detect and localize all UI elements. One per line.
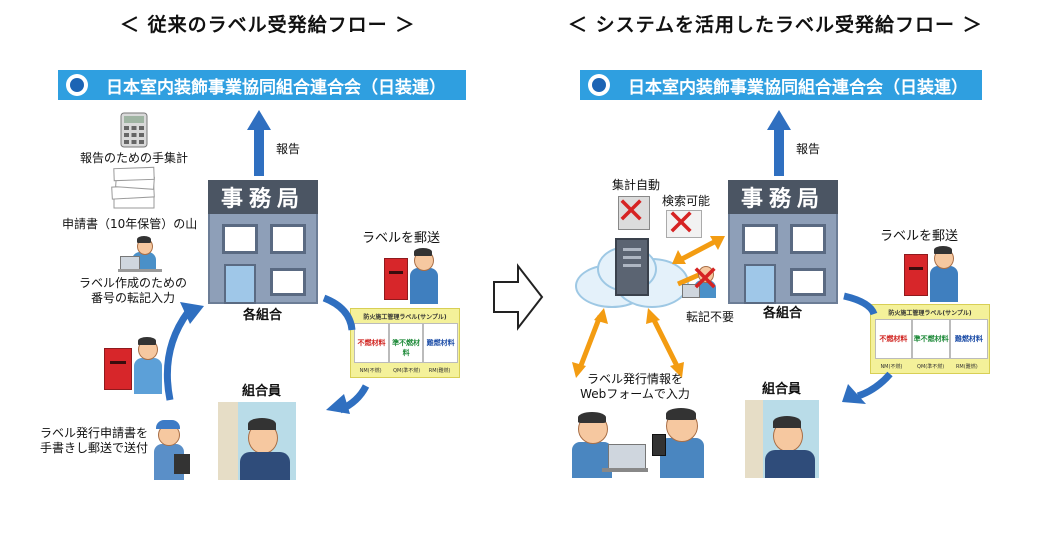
- right-org-name: 日本室内装飾事業協同組合連合会（日装連）: [628, 77, 968, 98]
- label-number-line2: 番号の転記入力: [90, 291, 175, 305]
- manual-tally-label: 報告のための手集計: [80, 151, 189, 165]
- left-report-arrow: [247, 110, 271, 176]
- left-card-panel-2: 準不燃材料: [388, 323, 424, 363]
- right-card-footer-1: NM(不燃): [880, 364, 903, 370]
- no-transcription-cross-icon: ✕: [690, 259, 721, 300]
- right-org-banner: 日本室内装飾事業協同組合連合会（日装連）: [580, 70, 982, 100]
- right-report-arrow: [767, 110, 791, 176]
- web-input-line1: ラベル発行情報を: [586, 372, 683, 386]
- right-member-label: 組合員: [762, 382, 802, 397]
- flow-transition-arrow: [493, 263, 544, 331]
- searchable-cross-icon: ✕: [666, 203, 697, 244]
- clerk-typing-icon: [118, 236, 162, 274]
- left-card-footer-2: QM(準不燃): [393, 368, 421, 374]
- searchable-label: 検索可能: [662, 194, 711, 208]
- right-card-panel-2: 準不燃材料: [912, 319, 951, 359]
- left-card-heading: 防火施工管理ラベル(サンプル): [363, 314, 447, 321]
- server-icon: [615, 238, 649, 296]
- right-card-footer-2: QM(準不燃): [917, 364, 945, 370]
- left-card-panel-1: 不燃材料: [354, 323, 389, 363]
- right-report-label: 報告: [796, 142, 821, 156]
- left-postbox-icon: [384, 258, 408, 300]
- calculator-icon: [120, 112, 148, 148]
- right-office-building: 事務局: [728, 180, 838, 304]
- left-member-illustration: [218, 402, 296, 480]
- right-title: ＜ システムを活用したラベル受発給フロー ＞: [568, 14, 983, 36]
- left-card-panel-3: 難燃材料: [423, 323, 458, 363]
- auto-tally-calculator-icon: [618, 196, 650, 230]
- left-org-banner: 日本室内装飾事業協同組合連合会（日装連）: [58, 70, 466, 100]
- sender-postbox-icon: [104, 348, 132, 390]
- data-flow-arrows: [572, 236, 725, 378]
- auto-tally-cross-icon: ✕: [616, 191, 647, 232]
- left-member-label: 組合員: [242, 384, 282, 399]
- left-title: ＜ 従来のラベル受発給フロー ＞: [120, 14, 416, 36]
- right-card-panel-1: 不燃材料: [874, 319, 913, 359]
- left-report-label: 報告: [276, 142, 301, 156]
- right-each-union-label: 各組合: [763, 306, 803, 321]
- web-input-line2: Webフォームで入力: [580, 387, 690, 401]
- laptop-user-person: [568, 410, 648, 480]
- paper-pile-icon: [111, 166, 155, 209]
- left-card-footer-3: RM(難燃): [428, 368, 451, 374]
- right-postbox-icon: [904, 254, 928, 296]
- right-card-panel-3: 難燃材料: [950, 319, 988, 359]
- left-label-card: 防火施工管理ラベル(サンプル) 不燃材料 準不燃材料 難燃材料 NM(不燃) Q…: [350, 308, 460, 378]
- cloud-server-icon: [575, 238, 689, 308]
- org-logo-icon: [66, 74, 88, 96]
- right-card-heading: 防火施工管理ラベル(サンプル): [888, 310, 972, 317]
- left-office-sign: 事務局: [208, 180, 318, 214]
- application-line1: ラベル発行申請書を: [40, 426, 149, 440]
- web-input-note: ラベル発行情報を Webフォームで入力: [570, 372, 700, 402]
- label-number-note: ラベル作成のための 番号の転記入力: [58, 276, 208, 306]
- org-logo-icon: [588, 74, 610, 96]
- applicant-person: [150, 420, 194, 482]
- search-paper-icon: [666, 210, 702, 238]
- no-transcription-label: 転記不要: [686, 310, 735, 324]
- left-mail-label: ラベルを郵送: [362, 231, 441, 246]
- right-mail-label: ラベルを郵送: [880, 229, 959, 244]
- left-office-building: 事務局: [208, 180, 318, 304]
- no-transcription-clerk-icon: [682, 264, 722, 302]
- left-org-name: 日本室内装飾事業協同組合連合会（日装連）: [106, 77, 446, 98]
- sender-person: [130, 336, 166, 396]
- phone-user-person: [650, 404, 712, 480]
- auto-tally-label: 集計自動: [612, 178, 661, 192]
- left-card-footer-1: NM(不燃): [359, 368, 382, 374]
- left-cycle-arrows: [163, 294, 370, 414]
- right-delivery-arrows: [842, 292, 893, 404]
- right-mailer-person: [926, 246, 962, 304]
- right-card-footer-3: RM(難燃): [955, 364, 978, 370]
- label-number-line1: ラベル作成のための: [78, 276, 187, 290]
- application-note: ラベル発行申請書を 手書きし郵送で送付: [40, 426, 148, 456]
- right-office-sign: 事務局: [728, 180, 838, 214]
- left-each-union-label: 各組合: [243, 308, 283, 323]
- right-member-illustration: [745, 400, 819, 478]
- application-line2: 手書きし郵送で送付: [40, 441, 149, 455]
- right-label-card: 防火施工管理ラベル(サンプル) 不燃材料 準不燃材料 難燃材料 NM(不燃) Q…: [870, 304, 990, 374]
- applications-pile-label: 申請書（10年保管）の山: [62, 217, 198, 231]
- left-mailer-person: [406, 248, 442, 306]
